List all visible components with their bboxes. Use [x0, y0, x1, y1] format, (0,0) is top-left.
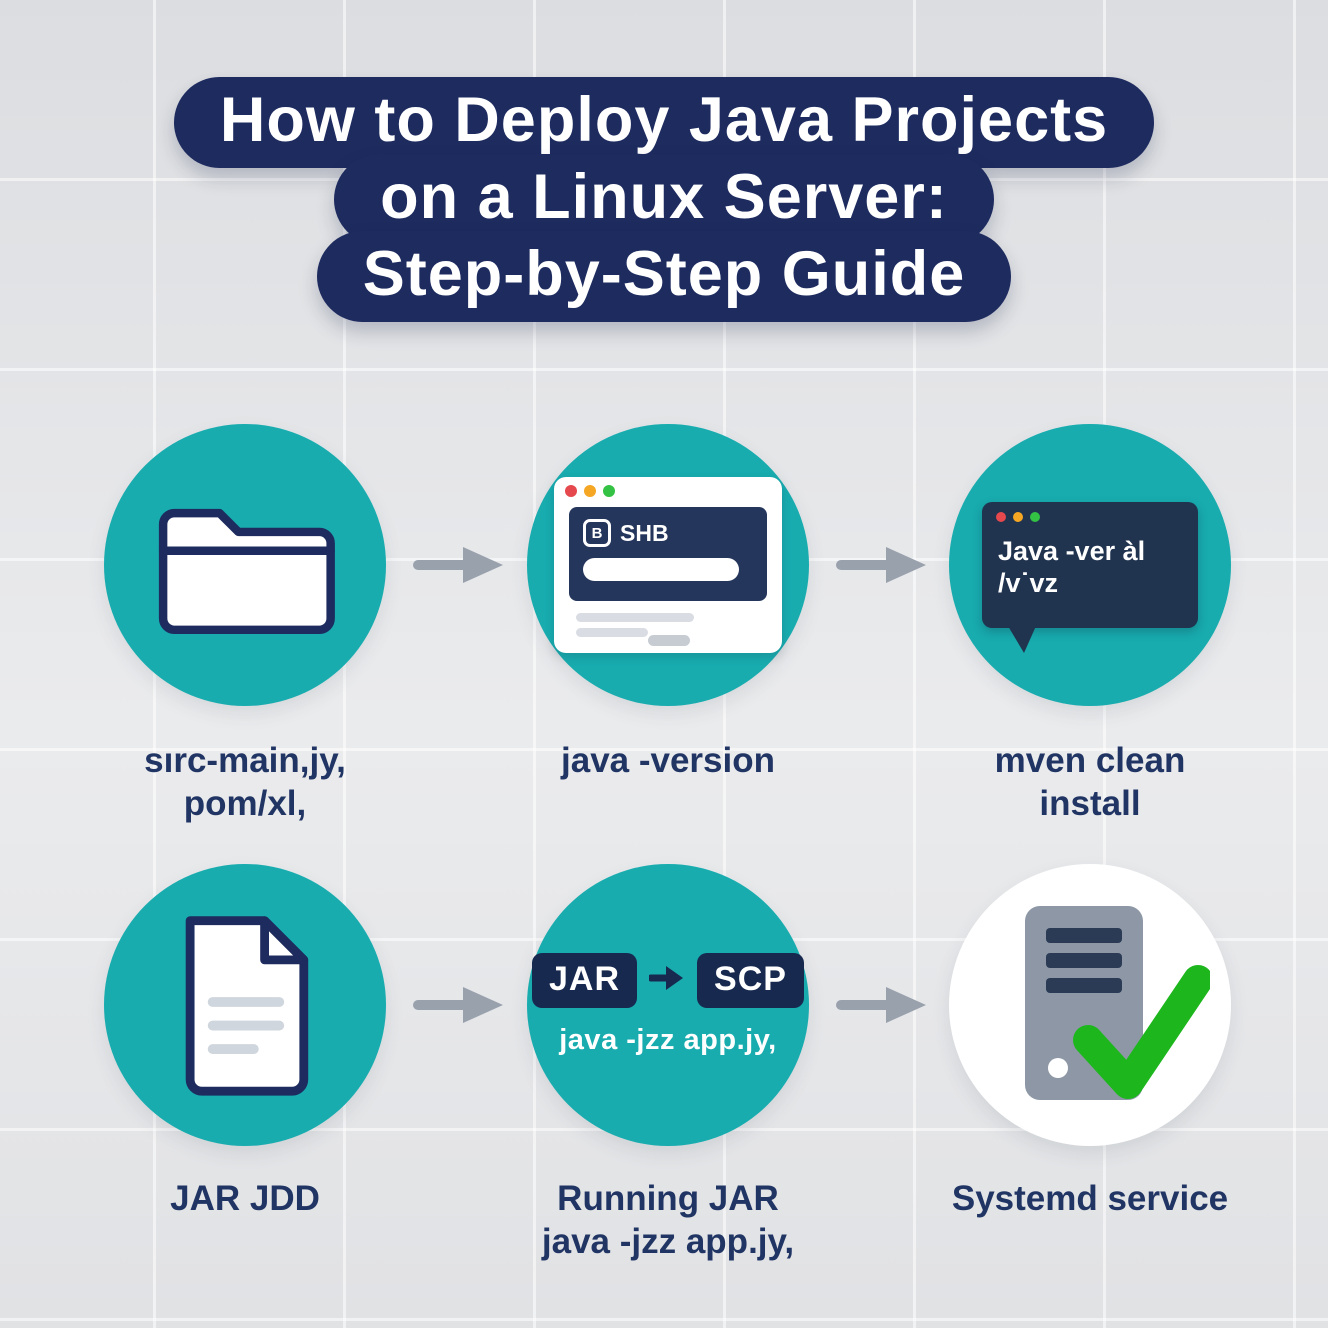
green-dot-icon [1030, 512, 1040, 522]
terminal-screen: B SHB [569, 507, 767, 601]
jar-to-scp-arrow-icon [647, 963, 685, 998]
orange-dot-icon [1013, 512, 1023, 522]
caption-maven-build: mven clean install [870, 740, 1310, 825]
green-dot-icon [603, 485, 615, 497]
caption-systemd: Systemd service [870, 1178, 1310, 1221]
caption-running-jar: Running JAR java -jzz app.jy, [448, 1178, 888, 1263]
bubble-code-line-1: Java -ver àl [998, 536, 1146, 566]
folder-icon [145, 483, 345, 648]
red-dot-icon [565, 485, 577, 497]
traffic-light-dots [565, 485, 615, 497]
page-title: How to Deploy Java Projects on a Linux S… [0, 77, 1328, 322]
flow-arrow [836, 983, 931, 1032]
flow-arrow [413, 983, 508, 1032]
bubble-code-line-2: /v˙vz [998, 567, 1059, 598]
step-circle-check-java: B SHB [527, 424, 809, 706]
title-line-3: Step-by-Step Guide [316, 231, 1012, 322]
terminal-input-bar [583, 558, 739, 581]
red-dot-icon [996, 512, 1006, 522]
window-footer-pill [648, 635, 690, 646]
caption-line: java -version [561, 741, 775, 780]
step-circle-jar-artifact [104, 864, 386, 1146]
caption-project-files: sırc-main,jy, pom/xl, [25, 740, 465, 825]
step-circle-systemd [949, 864, 1231, 1146]
step-circle-running-jar: JAR SCP java -jzz app.jy, [527, 864, 809, 1146]
shield-b-icon: B [583, 519, 611, 547]
server-check-icon [970, 888, 1213, 1123]
caption-line: mven clean [994, 741, 1186, 780]
flow-arrow [836, 543, 931, 592]
step-circle-maven-build: Java -ver àl /v˙vz [949, 424, 1231, 706]
placeholder-line [576, 613, 694, 622]
document-icon [165, 905, 325, 1106]
traffic-light-dots [996, 512, 1040, 522]
title-line-1: How to Deploy Java Projects [173, 77, 1155, 168]
jar-badge: JAR [532, 953, 638, 1008]
orange-dot-icon [584, 485, 596, 497]
caption-jar-artifact: JAR JDD [25, 1178, 465, 1221]
jar-transfer-icon: JAR SCP java -jzz app.jy, [532, 953, 804, 1057]
bubble-code-text: Java -ver àl /v˙vz [998, 536, 1182, 600]
run-command-text: java -jzz app.jy, [559, 1024, 777, 1056]
transfer-badges: JAR SCP [532, 953, 804, 1008]
caption-line: pom/xl, [183, 783, 307, 823]
title-line-2: on a Linux Server: [334, 154, 994, 245]
caption-line: java -jzz app.jy, [541, 1221, 795, 1261]
caption-line: install [1039, 783, 1141, 823]
caption-line: Running JAR [557, 1179, 779, 1218]
code-bubble-icon: Java -ver àl /v˙vz [982, 502, 1198, 653]
caption-line: JAR JDD [170, 1179, 320, 1218]
caption-line: sırc-main,jy, [144, 741, 346, 780]
terminal-window-icon: B SHB [554, 477, 782, 653]
terminal-badge-label: SHB [620, 519, 669, 546]
flow-arrow [413, 543, 508, 592]
step-circle-project-files [104, 424, 386, 706]
scp-badge: SCP [697, 953, 804, 1008]
placeholder-line [576, 628, 648, 637]
caption-line: Systemd service [951, 1179, 1229, 1218]
terminal-badge-row: B SHB [583, 519, 753, 547]
caption-check-java: java -version [448, 740, 888, 783]
bubble-tail [1008, 626, 1036, 653]
